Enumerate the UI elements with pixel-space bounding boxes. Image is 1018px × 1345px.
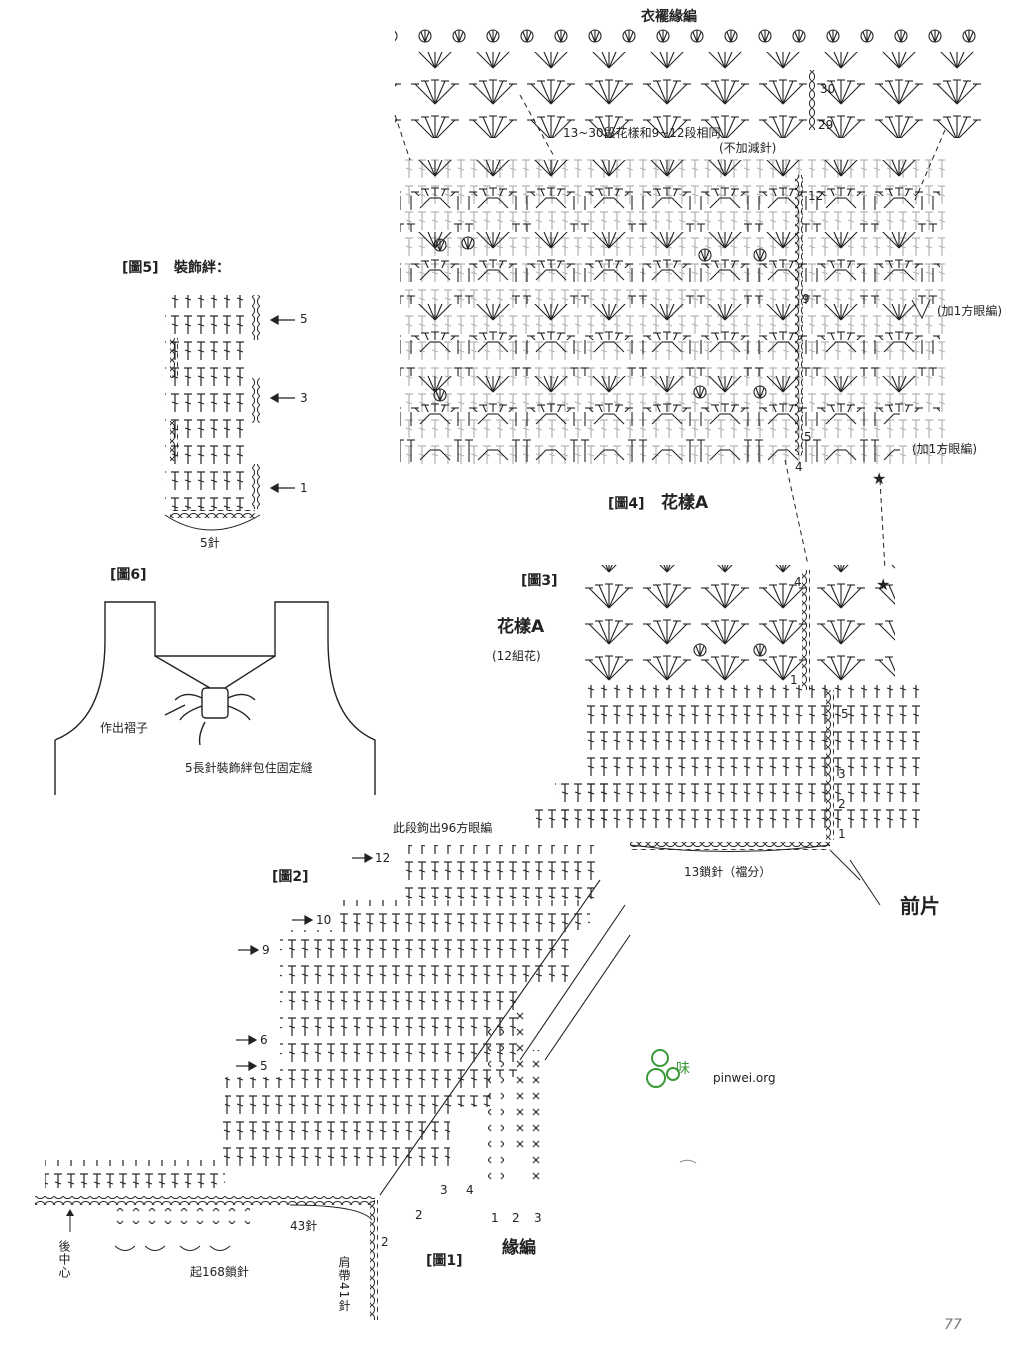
fig6-diagram	[54, 601, 376, 795]
fig3-tag: [圖3]	[521, 573, 558, 589]
fig1-tag: [圖1]	[426, 1253, 463, 1269]
rows-note: 13~30段花樣和9~12段相同	[563, 126, 721, 140]
row-arrows	[236, 852, 374, 1072]
page-mark	[679, 1159, 697, 1164]
row-num-12: 12	[808, 189, 824, 203]
fig2-tag: [圖2]	[272, 869, 309, 885]
add-mesh-note-1: (加1方眼編)	[937, 304, 1002, 318]
fig2-row-5: 5	[260, 1059, 268, 1073]
edge-row-1a: 2	[381, 1235, 389, 1249]
fix-label: 5長針裝飾絆包住固定縫	[185, 761, 313, 775]
hem-edging-chart	[395, 28, 985, 138]
edge-row-3a: 3	[440, 1183, 448, 1197]
edge-row-2b: 2	[512, 1211, 520, 1225]
fig5-chart	[164, 295, 295, 531]
row-num-4: 4	[795, 460, 803, 474]
st43-label: 43針	[290, 1219, 318, 1233]
row-num-29: 29	[818, 118, 834, 132]
watermark-char: 味	[676, 1061, 690, 1077]
fig2-row-12: 12	[375, 851, 391, 865]
fig3-row-1b: 1	[838, 827, 846, 841]
fig5-tag: [圖5]	[122, 260, 159, 276]
front-piece-label: 前片	[900, 894, 940, 918]
row-num-9: 9	[802, 292, 810, 306]
fig3-row-5: 5	[841, 707, 849, 721]
edge-row-4: 4	[466, 1183, 474, 1197]
fig6-tag: [圖6]	[110, 567, 147, 583]
edge-row-3b: 3	[534, 1211, 542, 1225]
edge-row-1b: 1	[491, 1211, 499, 1225]
crotch-note: 13鎖針（襠分）	[684, 865, 772, 879]
edging-label: 緣編	[502, 1238, 536, 1258]
fig3-row-1: 1	[790, 673, 798, 687]
fig5-title: 裝飾絆：	[174, 260, 230, 276]
strap-label: 肩帶41針	[337, 1256, 351, 1313]
edge-row-2a: 2	[415, 1208, 423, 1222]
fig4-chart	[400, 155, 945, 465]
fig2-row-9: 9	[262, 943, 270, 957]
fig5-row-3: 3	[300, 391, 308, 405]
watermark-site: pinwei.org	[713, 1071, 776, 1085]
fig3-title: 花樣A	[497, 617, 545, 637]
back-center-label: 後中心	[57, 1240, 71, 1279]
fig2-chart	[220, 845, 631, 1196]
row-num-30: 30	[820, 82, 836, 96]
fig3-row-3: 3	[838, 767, 846, 781]
add-mesh-note-2: (加1方眼編)	[912, 442, 977, 456]
fig3-row-2: 2	[838, 797, 846, 811]
fig3-row-4: 4	[794, 575, 802, 589]
fig5-stitch-count: 5針	[200, 536, 220, 550]
fig4-tag: [圖4]	[608, 496, 645, 512]
fig3-chart	[530, 565, 925, 906]
star-marker: ★	[872, 469, 886, 488]
fig5-row-5: 5	[300, 312, 308, 326]
fig2-row-10: 10	[316, 913, 332, 927]
watermark-logo	[646, 1049, 680, 1088]
pleat-label: 作出褶子	[100, 721, 149, 735]
row-96-note: 此段鉤出96方眼編	[393, 821, 493, 835]
start-chain-label: 起168鎖針	[190, 1265, 249, 1279]
no-inc-dec-note: (不加減針)	[719, 141, 777, 155]
fig2-row-6: 6	[260, 1033, 268, 1047]
page-number: 77	[944, 1317, 962, 1333]
hem-edging-title: 衣襬緣編	[641, 9, 697, 25]
fig4-title: 花樣A	[661, 493, 709, 513]
fig5-row-1: 1	[300, 481, 308, 495]
fig1-chart	[35, 1160, 378, 1320]
row-num-5: 5	[804, 430, 812, 444]
fig3-subtitle: (12組花)	[492, 649, 541, 663]
